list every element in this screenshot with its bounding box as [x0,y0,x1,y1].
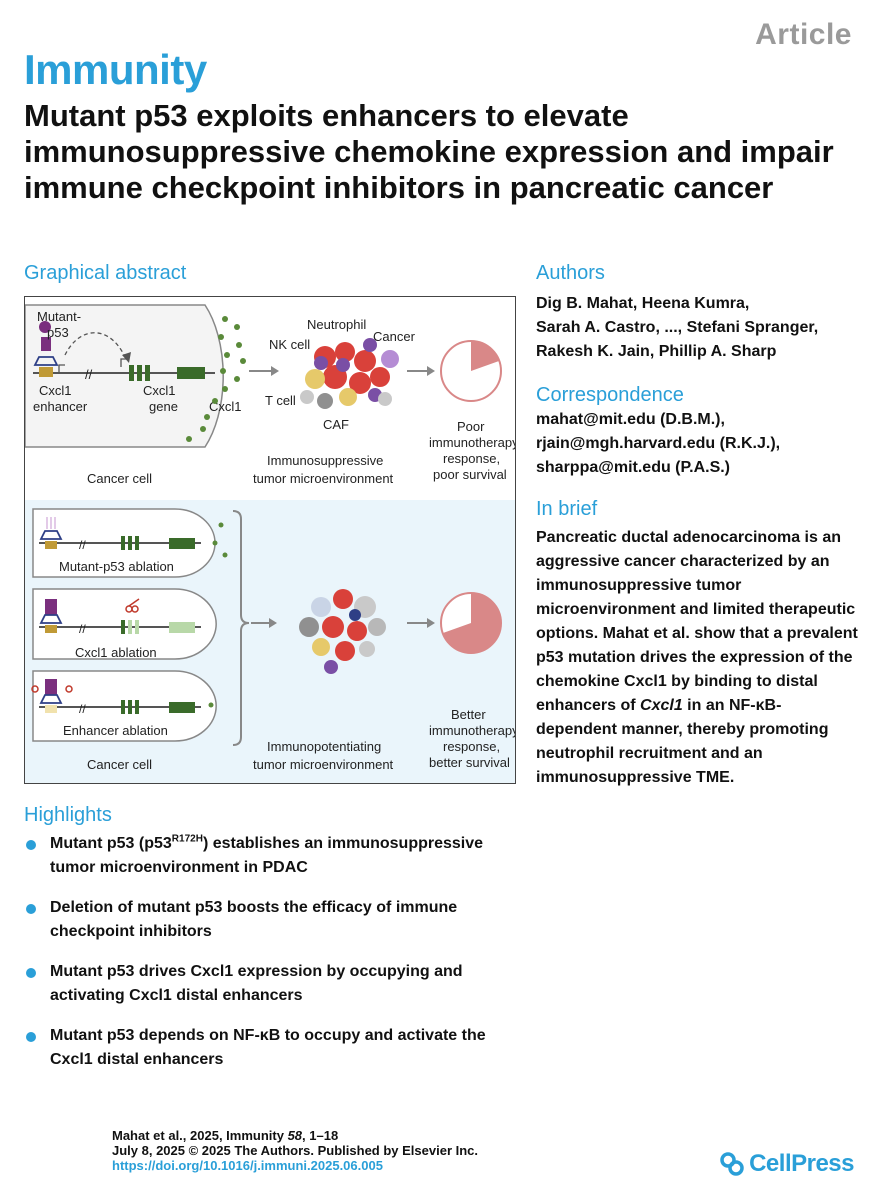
highlight-text: ) establishes an immunosuppressive tumor… [50,835,484,876]
arrow-2 [407,366,435,376]
poor-label-2: immunotherapy [429,435,515,450]
highlight-item: Deletion of mutant p53 boosts the effica… [24,896,514,944]
tumor-cluster-top [300,338,399,409]
article-type-label: Article [755,18,852,51]
graphical-abstract-heading: Graphical abstract [24,262,187,284]
neutrophil-label: Neutrophil [307,317,366,332]
cxcl1-gene-label-2: gene [149,399,178,414]
immunopotentiating-label-1: Immunopotentiating [267,739,381,754]
scissors-icon [125,598,140,613]
caf-label: CAF [323,417,349,432]
in-brief-text: Pancreatic ductal adenocarcinoma is an a… [536,526,860,790]
highlight-text: Deletion of mutant p53 boosts the effica… [50,899,458,940]
bullet-icon [26,840,36,850]
correspondence-list: mahat@mit.edu (D.B.M.), rjain@mgh.harvar… [536,408,856,480]
mutant-p53-ablation-label: Mutant-p53 ablation [59,559,174,574]
svg-text://: // [85,367,93,382]
graphical-abstract-figure: // Mutant- p53 Cxcl1 enhancer Cxcl1 gene… [25,304,515,783]
arrow-4 [407,618,435,628]
pie-better [440,592,502,654]
authors-line: Rakesh K. Jain, Phillip A. Sharp [536,343,777,360]
in-brief-heading: In brief [536,498,598,520]
scissors-icon [31,685,73,693]
better-label-4: better survival [429,755,510,770]
immunopotentiating-label-2: tumor microenvironment [253,757,394,772]
chromatin-top: // [33,321,215,382]
citation-volume: 58 [287,1128,303,1143]
cxcl1-ablation-label: Cxcl1 ablation [75,645,157,660]
citation-line: Mahat et al., 2025, Immunity 58, 1–18 [112,1128,478,1143]
cancer-cell-label-top: Cancer cell [87,471,152,486]
highlight-text: Mutant p53 drives Cxcl1 expression by oc… [50,963,463,1004]
better-label-1: Better [451,707,486,722]
authors-line: Dig B. Mahat, Heena Kumra, [536,295,750,312]
cxcl1-enhancer-label-1: Cxcl1 [39,383,72,398]
highlight-text: Mutant p53 (p53 [50,835,172,852]
article-title: Mutant p53 exploits enhancers to elevate… [24,98,834,205]
poor-label-1: Poor [457,419,485,434]
authors-heading: Authors [536,262,605,284]
authors-list: Dig B. Mahat, Heena Kumra, Sarah A. Cast… [536,292,856,364]
ablation-cell-1: // [32,508,228,578]
bullet-icon [26,1032,36,1042]
poor-label-3: response, [443,451,500,466]
in-brief-text-part: Pancreatic ductal adenocarcinoma is an a… [536,529,858,714]
bracket [232,510,250,746]
cancer-label: Cancer [373,329,416,344]
bullet-icon [26,904,36,914]
ablation-cell-3: // [31,670,217,742]
tumor-cluster-bottom [299,589,386,674]
immunosuppressive-label-1: Immunosuppressive [267,453,383,468]
highlight-item: Mutant p53 (p53R172H) establishes an imm… [24,832,514,880]
publisher-name: CellPress [749,1150,854,1177]
citation-block: Mahat et al., 2025, Immunity 58, 1–18 Ju… [112,1128,478,1173]
poor-label-4: poor survival [433,467,507,482]
t-cell-label: T cell [265,393,296,408]
highlights-list: Mutant p53 (p53R172H) establishes an imm… [24,832,514,1088]
enhancer-ablation-label: Enhancer ablation [63,723,168,738]
arrow-1 [249,366,279,376]
ablation-cell-2: // [32,588,217,660]
cellpress-icon [720,1152,744,1176]
cxcl1-enhancer-label-2: enhancer [33,399,88,414]
p53-icon [39,321,51,333]
better-label-3: response, [443,739,500,754]
doi-link[interactable]: https://doi.org/10.1016/j.immuni.2025.06… [112,1158,383,1173]
authors-line: Sarah A. Castro, ..., Stefani Spranger, [536,319,819,336]
highlight-item: Mutant p53 drives Cxcl1 expression by oc… [24,960,514,1008]
pie-poor [440,340,502,402]
citation-text: , 1–18 [302,1128,339,1143]
graphical-abstract: // Mutant- p53 Cxcl1 enhancer Cxcl1 gene… [24,296,516,784]
looping-arrow [64,332,126,358]
cellpress-logo[interactable]: CellPress [719,1150,854,1178]
bullet-icon [26,968,36,978]
immunosuppressive-label-2: tumor microenvironment [253,471,394,486]
email-link[interactable]: rjain@mgh.harvard.edu (R.K.J.), [536,435,781,452]
highlights-heading: Highlights [24,804,112,826]
cxcl1-gene-label-1: Cxcl1 [143,383,176,398]
svg-text://: // [79,702,86,716]
chemokine-dots-top [186,316,246,442]
email-link[interactable]: sharppa@mit.edu (P.A.S.) [536,459,731,476]
highlight-text: Mutant p53 depends on NF-κB to occupy an… [50,1027,486,1068]
email-link[interactable]: mahat@mit.edu (D.B.M.), [536,411,725,428]
cancer-cell-shape [25,304,224,448]
svg-text://: // [79,538,86,552]
citation-line: July 8, 2025 © 2025 The Authors. Publish… [112,1143,479,1158]
correspondence-heading: Correspondence [536,384,684,406]
mutant-p53-label-1: Mutant- [37,309,81,324]
highlight-item: Mutant p53 depends on NF-κB to occupy an… [24,1024,514,1072]
cancer-cell-label-bottom: Cancer cell [87,757,152,772]
better-label-2: immunotherapy [429,723,515,738]
journal-name[interactable]: Immunity [24,46,207,93]
arrow-3 [251,618,277,628]
in-brief-text-part: in an NF-κB-dependent manner, thereby pr… [536,697,829,786]
nk-cell-label: NK cell [269,337,310,352]
mutant-p53-label-2: p53 [47,325,69,340]
svg-text://: // [79,622,86,636]
in-brief-gene: Cxcl1 [640,697,683,714]
citation-text: Mahat et al., 2025, Immunity [112,1128,288,1143]
highlight-superscript: R172H [171,833,203,845]
